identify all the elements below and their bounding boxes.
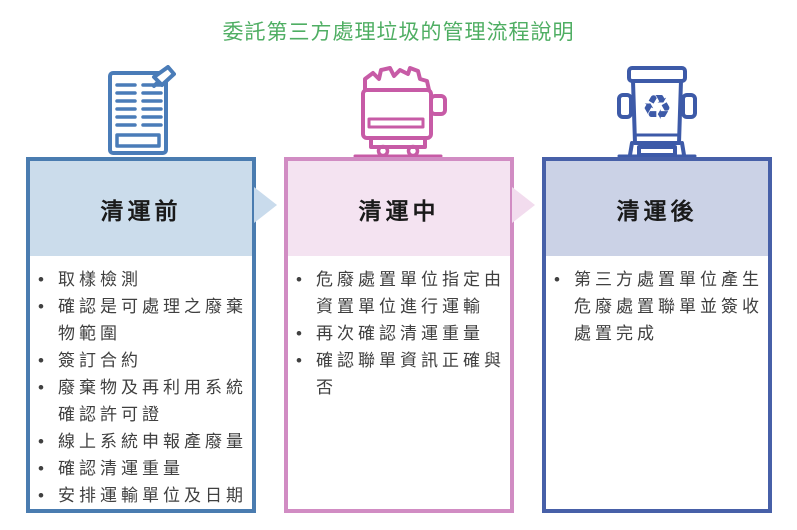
- flow-arrow-icon: [512, 187, 535, 223]
- stage-header-before: 清運前: [30, 161, 252, 256]
- diagram-title: 委託第三方處理垃圾的管理流程說明: [222, 21, 575, 44]
- flow-arrow-icon: [254, 187, 277, 223]
- list-item: 再次確認清運重量: [296, 320, 508, 347]
- stage-box-during: 清運中 危廢處置單位指定由資置單位進行運輸再次確認清運重量確認聯單資訊正確與否: [284, 157, 514, 513]
- stage-icon-wrap: ♻: [542, 66, 772, 157]
- list-item: 安排運輸單位及日期: [38, 482, 250, 509]
- stage-header-during: 清運中: [288, 161, 510, 256]
- list-item: 取樣檢測: [38, 266, 250, 293]
- stage-task-list-after: 第三方處置單位產生危廢處置聯單並簽收處置完成: [554, 266, 766, 347]
- recycle-bin-icon: ♻: [617, 66, 697, 157]
- stage-body-before: 取樣檢測確認是可處理之廢棄物範圍簽訂合約廢棄物及再利用系統確認許可證線上系統申報…: [30, 256, 252, 509]
- stage-body-after: 第三方處置單位產生危廢處置聯單並簽收處置完成: [546, 256, 768, 509]
- svg-text:♻: ♻: [642, 88, 672, 128]
- document-pen-icon: [108, 65, 176, 155]
- list-item: 確認聯單資訊正確與否: [296, 347, 508, 401]
- stage-icon-wrap: [26, 65, 256, 157]
- garbage-cart-icon: [353, 66, 447, 157]
- list-item: 線上系統申報產廢量: [38, 428, 250, 455]
- list-item: 簽訂合約: [38, 347, 250, 374]
- stage-column-after: ♻ 清運後 第三方處置單位產生危廢處置聯單並簽收處置完成: [542, 66, 772, 513]
- list-item: 確認是可處理之廢棄物範圍: [38, 293, 250, 347]
- stage-task-list-during: 危廢處置單位指定由資置單位進行運輸再次確認清運重量確認聯單資訊正確與否: [296, 266, 508, 401]
- list-item: 危廢處置單位指定由資置單位進行運輸: [296, 266, 508, 320]
- stage-body-during: 危廢處置單位指定由資置單位進行運輸再次確認清運重量確認聯單資訊正確與否: [288, 256, 510, 509]
- stage-task-list-before: 取樣檢測確認是可處理之廢棄物範圍簽訂合約廢棄物及再利用系統確認許可證線上系統申報…: [38, 266, 250, 509]
- process-columns: 清運前 取樣檢測確認是可處理之廢棄物範圍簽訂合約廢棄物及再利用系統確認許可證線上…: [26, 65, 773, 513]
- stage-box-after: 清運後 第三方處置單位產生危廢處置聯單並簽收處置完成: [542, 157, 772, 513]
- stage-header-after: 清運後: [546, 161, 768, 256]
- list-item: 第三方處置單位產生危廢處置聯單並簽收處置完成: [554, 266, 766, 347]
- stage-box-before: 清運前 取樣檢測確認是可處理之廢棄物範圍簽訂合約廢棄物及再利用系統確認許可證線上…: [26, 157, 256, 513]
- list-item: 廢棄物及再利用系統確認許可證: [38, 374, 250, 428]
- stage-icon-wrap: [284, 66, 514, 157]
- list-item: 確認清運重量: [38, 455, 250, 482]
- stage-column-during: 清運中 危廢處置單位指定由資置單位進行運輸再次確認清運重量確認聯單資訊正確與否: [284, 66, 514, 513]
- stage-column-before: 清運前 取樣檢測確認是可處理之廢棄物範圍簽訂合約廢棄物及再利用系統確認許可證線上…: [26, 65, 256, 513]
